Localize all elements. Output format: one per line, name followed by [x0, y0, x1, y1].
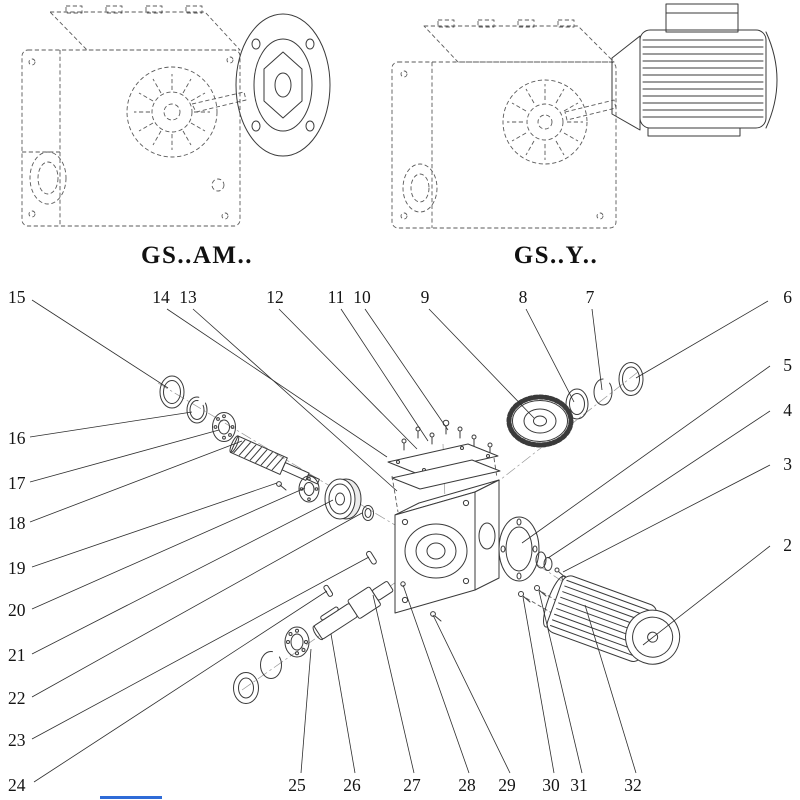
callout-30: 30 [542, 775, 560, 795]
callout-4: 4 [783, 400, 792, 420]
callout-numbers: 2 3 4 5 6 7 8 9 10 11 12 13 14 15 16 17 … [8, 287, 792, 795]
part-washer-8 [565, 388, 589, 420]
part-output-flange-5 [498, 516, 540, 582]
callout-28: 28 [458, 775, 476, 795]
callout-16: 16 [8, 428, 26, 448]
callout-25: 25 [288, 775, 306, 795]
gearbox-drawing-gs-y [391, 19, 617, 229]
callout-8: 8 [519, 287, 528, 307]
model-label-gs-am: GS..AM.. [141, 242, 253, 269]
callout-17: 17 [8, 473, 26, 493]
callout-2: 2 [783, 535, 792, 555]
callout-6: 6 [783, 287, 792, 307]
callout-22: 22 [8, 688, 26, 708]
gearbox-drawing-gs-am [21, 5, 247, 227]
callout-10: 10 [353, 287, 371, 307]
part-seal-ring-15 [159, 375, 185, 409]
callout-12: 12 [266, 287, 284, 307]
callout-11: 11 [328, 287, 345, 307]
callout-29: 29 [498, 775, 516, 795]
callout-5: 5 [783, 355, 792, 375]
callout-23: 23 [8, 730, 26, 750]
callout-19: 19 [8, 558, 26, 578]
part-screw-29 [430, 611, 442, 622]
callout-24: 24 [8, 775, 26, 795]
callout-3: 3 [783, 454, 792, 474]
callout-18: 18 [8, 513, 26, 533]
callout-32: 32 [624, 775, 642, 795]
callout-14: 14 [152, 287, 170, 307]
part-circlip-7 [593, 378, 613, 406]
model-label-gs-y: GS..Y.. [514, 242, 599, 269]
part-key-24 [323, 584, 334, 597]
part-gear-9 [506, 394, 574, 448]
callout-13: 13 [179, 287, 197, 307]
cover-projection-lines [391, 457, 498, 513]
callout-7: 7 [586, 287, 595, 307]
part-circlip-26 [260, 651, 282, 679]
callout-9: 9 [421, 287, 430, 307]
output-flange-drawing [235, 13, 331, 157]
motor-drawing [611, 3, 778, 137]
part-spacer-22 [362, 505, 374, 521]
part-worm-gear-21 [324, 478, 362, 520]
part-key-23 [366, 550, 377, 565]
part-worm-shaft-18 [229, 435, 320, 485]
part-motor-bolts-30-31 [518, 585, 547, 603]
callout-21: 21 [8, 645, 26, 665]
part-circlip-16 [186, 396, 208, 424]
part-rings-4 [535, 551, 553, 571]
callout-26: 26 [343, 775, 361, 795]
part-output-shaft [312, 581, 394, 641]
callout-27: 27 [403, 775, 421, 795]
part-motor-2 [543, 575, 681, 665]
callout-20: 20 [8, 600, 26, 620]
part-inspection-cover [387, 443, 499, 475]
part-bearing-17 [212, 412, 236, 442]
part-pin-19 [276, 481, 287, 491]
callout-15: 15 [8, 287, 26, 307]
part-seal-ring-6 [618, 362, 644, 396]
part-bearing-27 [284, 626, 310, 658]
part-cover-gasket [391, 459, 501, 490]
callout-31: 31 [570, 775, 588, 795]
part-seal-25 [233, 672, 259, 704]
cropped-blue-artifact [100, 796, 162, 799]
part-housing [394, 479, 500, 614]
leader-lines [29, 299, 771, 783]
